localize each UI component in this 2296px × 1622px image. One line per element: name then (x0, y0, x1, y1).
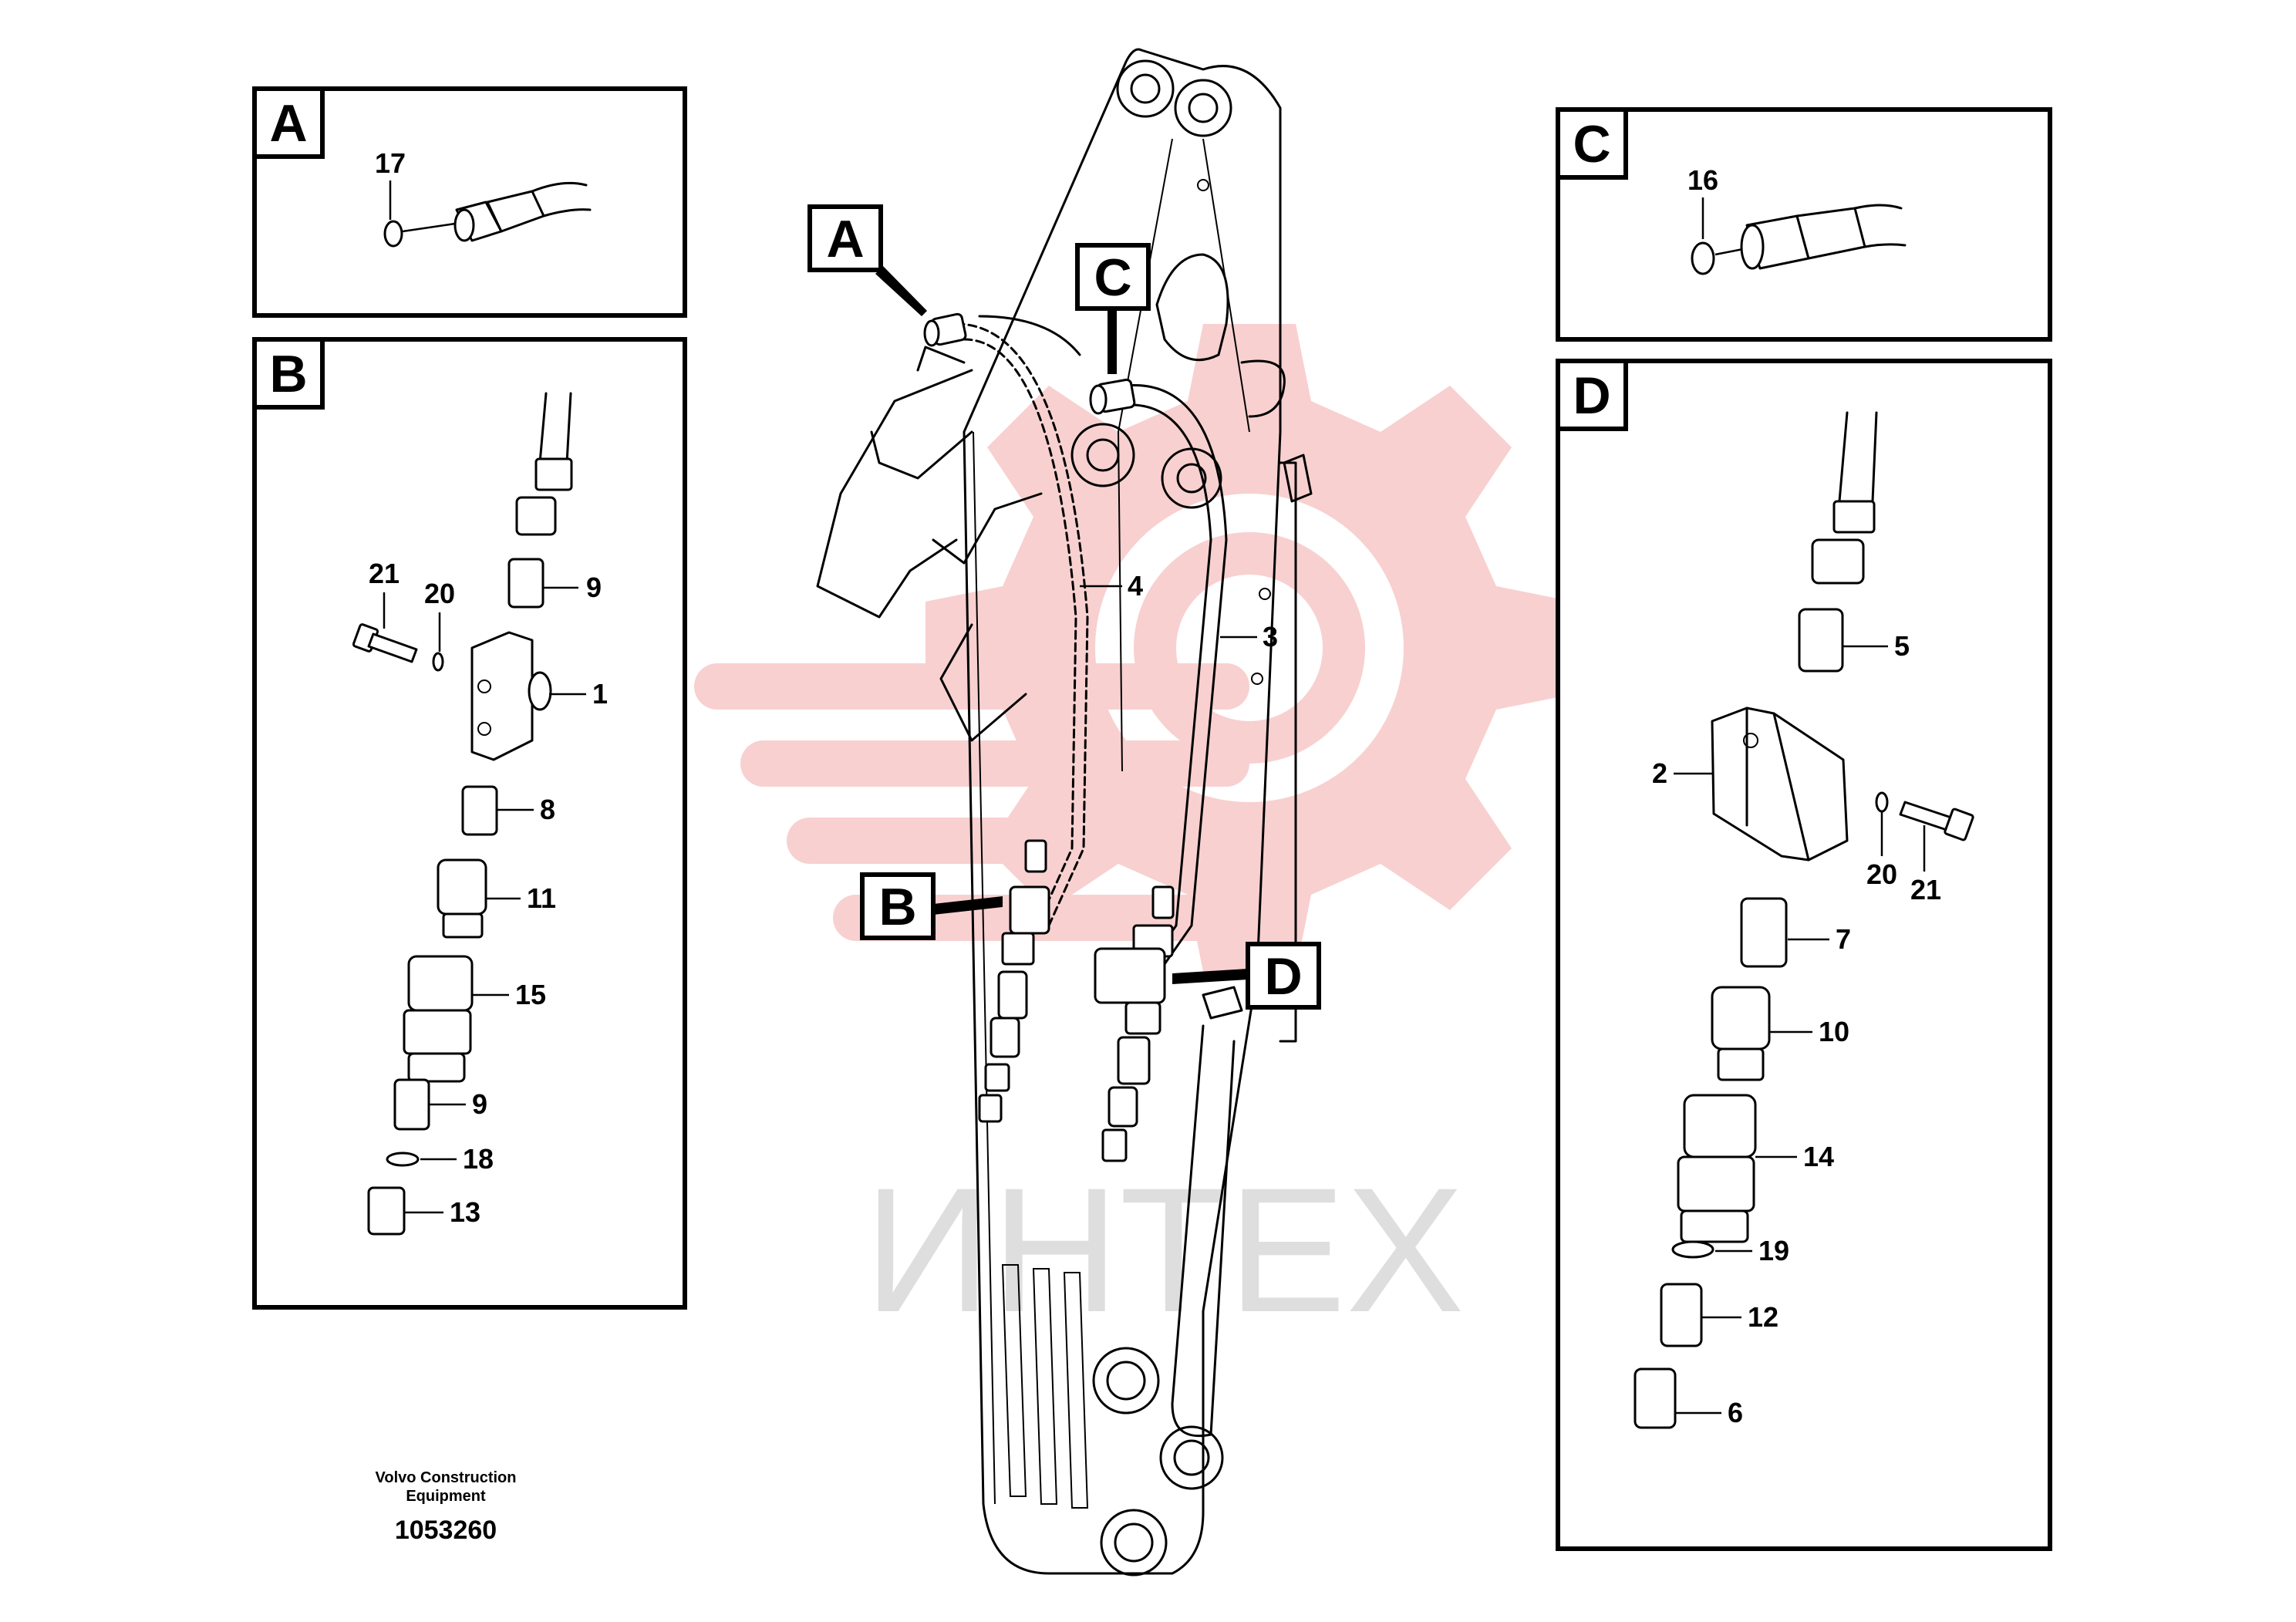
svg-text:15: 15 (515, 979, 546, 1010)
callout-a-main[interactable]: A (807, 204, 927, 316)
svg-text:13: 13 (450, 1196, 480, 1228)
svg-text:D: D (1573, 366, 1610, 425)
boom-arm (816, 48, 1313, 1576)
valve-block-1-icon (470, 631, 534, 761)
adapter-6-icon (1633, 1367, 1677, 1429)
svg-text:20: 20 (424, 578, 455, 609)
watermark-gear-icon (694, 324, 1573, 972)
maker-line-2: Equipment (406, 1488, 486, 1505)
svg-text:A: A (269, 94, 307, 153)
svg-text:20: 20 (1866, 858, 1897, 890)
svg-text:21: 21 (369, 558, 400, 589)
drawing-number: 1053260 (395, 1516, 497, 1545)
svg-text:B: B (878, 878, 916, 936)
svg-text:14: 14 (1803, 1141, 1834, 1172)
label-17: 17 (375, 147, 406, 179)
svg-text:C: C (1573, 115, 1610, 174)
svg-text:A: A (826, 210, 864, 268)
coupling-14-icon (1683, 1094, 1757, 1158)
fitting-a-main (923, 312, 967, 347)
svg-text:12: 12 (1748, 1301, 1778, 1333)
bolt-21-d-icon (1899, 801, 1974, 841)
adapter-13-icon (367, 1186, 406, 1236)
coupling-b-main (978, 839, 1050, 1123)
svg-text:10: 10 (1819, 1016, 1849, 1047)
washer-20-icon (432, 652, 444, 672)
label-16: 16 (1687, 164, 1718, 196)
hose-fitting-c-icon (1740, 204, 1907, 270)
hose-fitting-a-icon (453, 181, 592, 242)
coupling-10-icon (1711, 986, 1771, 1050)
svg-text:D: D (1264, 947, 1302, 1006)
panel-b: B 9 1 21 20 8 11 (252, 337, 687, 1310)
watermark-text: ИНТЕХ (864, 1151, 1465, 1349)
svg-text:9: 9 (586, 572, 602, 603)
bolt-21-icon (352, 623, 418, 663)
svg-text:7: 7 (1836, 923, 1851, 955)
nipple-12-icon (1660, 1283, 1703, 1347)
oring-16-icon (1691, 241, 1715, 275)
nipple-9-bottom-icon (393, 1078, 430, 1131)
svg-text:6: 6 (1728, 1397, 1743, 1428)
svg-text:3: 3 (1263, 621, 1278, 653)
svg-text:18: 18 (463, 1143, 494, 1175)
svg-text:1: 1 (592, 678, 608, 710)
label-hose-3: 3 (1220, 621, 1278, 653)
svg-text:9: 9 (472, 1088, 487, 1120)
svg-text:C: C (1094, 248, 1131, 307)
svg-text:8: 8 (540, 794, 555, 825)
oring-17-icon (383, 220, 403, 248)
svg-text:B: B (269, 345, 307, 403)
nipple-9-top-icon (507, 558, 544, 609)
callout-d-main[interactable]: D (1172, 942, 1321, 1010)
label-hose-4: 4 (1080, 570, 1143, 602)
oring-18-icon (386, 1152, 420, 1167)
nipple-8-icon (461, 785, 498, 836)
panel-d: D 5 2 20 21 7 10 (1556, 359, 2052, 1551)
hose-4 (955, 315, 1089, 927)
nipple-5-icon (1798, 608, 1844, 673)
washer-20-d-icon (1875, 791, 1889, 813)
callout-c-main[interactable]: C (1075, 243, 1151, 374)
svg-text:5: 5 (1894, 630, 1910, 662)
coupling-11-icon (437, 858, 487, 916)
oring-19-icon (1671, 1240, 1714, 1259)
svg-text:4: 4 (1128, 570, 1143, 602)
fitting-c-main (1089, 378, 1136, 415)
panel-c: C 16 (1556, 107, 2052, 342)
svg-text:2: 2 (1652, 757, 1667, 789)
coupling-d-main (1094, 885, 1175, 1162)
callout-b-main[interactable]: B (860, 872, 1003, 940)
coupling-15-icon (407, 955, 474, 1012)
svg-text:21: 21 (1910, 874, 1941, 905)
nipple-7-icon (1740, 897, 1788, 968)
maker-line-1: Volvo Construction (376, 1469, 517, 1486)
svg-text:19: 19 (1758, 1235, 1789, 1266)
hose-3 (1124, 384, 1228, 966)
panel-a: A 17 (252, 86, 687, 318)
svg-text:11: 11 (527, 882, 556, 914)
